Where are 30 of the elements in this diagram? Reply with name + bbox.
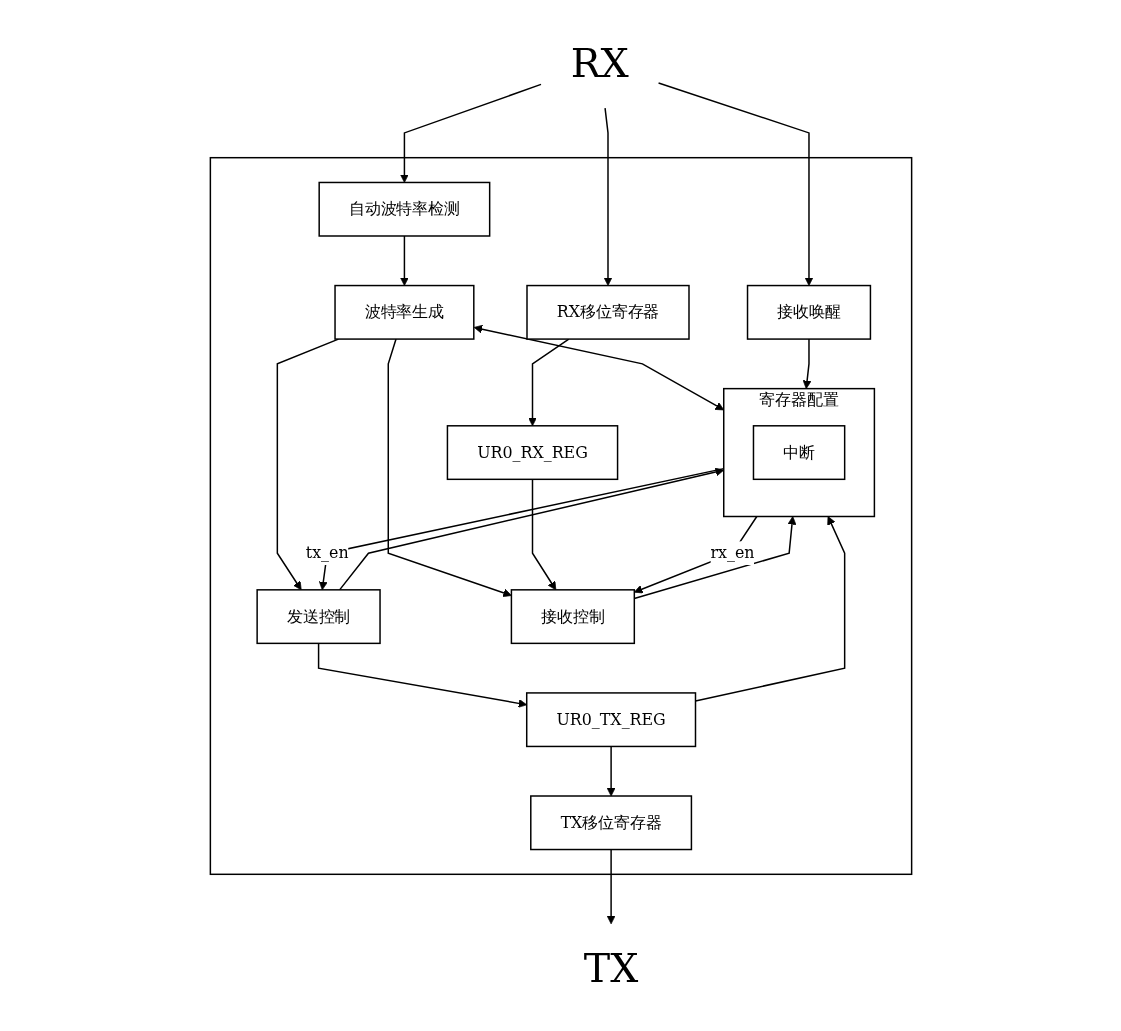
arrow bbox=[633, 515, 796, 599]
arrow bbox=[527, 337, 570, 426]
node-box: 波特率生成 bbox=[333, 284, 475, 340]
arrow bbox=[603, 106, 612, 286]
node-box: TX移位寄存器 bbox=[529, 794, 692, 850]
arrow bbox=[633, 515, 758, 593]
node-text: RX bbox=[570, 40, 629, 86]
arrow bbox=[694, 515, 845, 702]
arrow bbox=[657, 81, 813, 286]
node-box: 接收唤醒 bbox=[746, 284, 871, 340]
node-box: RX移位寄存器 bbox=[525, 284, 690, 340]
arrow bbox=[399, 234, 409, 286]
node-box: 接收控制 bbox=[510, 588, 635, 644]
edge-label: rx_en bbox=[710, 542, 755, 562]
cluster bbox=[209, 156, 912, 875]
node-box: 自动波特率检测 bbox=[317, 181, 490, 237]
edge-label: tx_en bbox=[305, 542, 349, 562]
arrow bbox=[276, 337, 339, 590]
arrow bbox=[317, 642, 527, 708]
arrow bbox=[399, 83, 542, 183]
node-text: TX bbox=[583, 945, 638, 991]
arrow bbox=[473, 324, 724, 410]
arrow bbox=[531, 478, 556, 590]
node-box: 发送控制 bbox=[255, 588, 381, 644]
arrow bbox=[606, 848, 615, 924]
node-box: UR0_TX_REG bbox=[525, 691, 696, 747]
arrow bbox=[606, 745, 615, 796]
node-box: UR0_RX_REG bbox=[446, 424, 618, 480]
arrow bbox=[802, 337, 811, 389]
node-box: 中断 bbox=[752, 424, 845, 480]
